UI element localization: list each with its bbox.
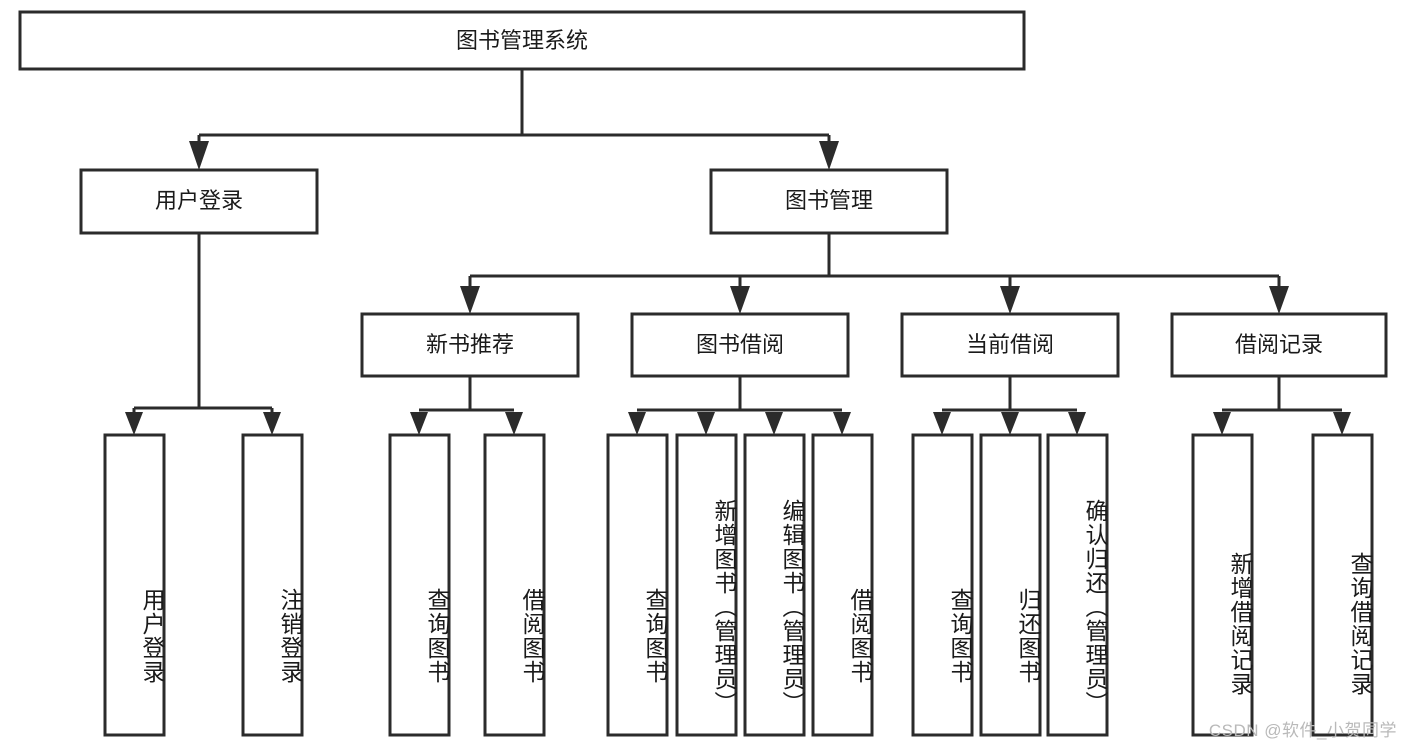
leaf-box-user-login[interactable] bbox=[103, 433, 166, 737]
leaf-box-add-book[interactable] bbox=[675, 433, 738, 737]
arrow-to-leaf-add-record bbox=[1213, 412, 1231, 435]
arrow-to-leaf-confirm-return bbox=[1068, 412, 1086, 435]
connector-group-new-book-rec bbox=[410, 376, 523, 435]
node-root-box[interactable] bbox=[18, 10, 1026, 71]
leaf-box-query-record[interactable] bbox=[1311, 433, 1374, 737]
connector-group-root bbox=[189, 69, 839, 170]
node-book-borrow-box[interactable] bbox=[630, 312, 850, 378]
node-book-borrow-label: 图书借阅 bbox=[696, 332, 784, 357]
arrow-to-book-borrow bbox=[730, 286, 750, 314]
arrow-to-leaf-add-book bbox=[697, 412, 715, 435]
node-user-login-label: 用户登录 bbox=[155, 188, 243, 213]
arrow-to-leaf-query-book-2 bbox=[628, 412, 646, 435]
arrow-to-leaf-logout bbox=[263, 412, 281, 435]
node-user-login-box[interactable] bbox=[79, 168, 319, 235]
csdn-watermark: CSDN @软件_小贺同学 bbox=[1208, 721, 1397, 740]
node-root-label: 图书管理系统 bbox=[456, 28, 588, 53]
leaf-box-query-book-1[interactable] bbox=[388, 433, 451, 737]
node-user-login[interactable]: 用户登录 bbox=[79, 168, 319, 235]
arrow-to-borrow-record bbox=[1269, 286, 1289, 314]
arrow-to-user-login bbox=[189, 141, 209, 170]
node-borrow-record-label: 借阅记录 bbox=[1235, 332, 1323, 357]
node-new-book-recommend-label: 新书推荐 bbox=[426, 332, 514, 357]
node-borrow-record[interactable]: 借阅记录 bbox=[1170, 312, 1388, 378]
leaf-box-edit-book[interactable] bbox=[743, 433, 806, 737]
arrow-to-leaf-return-book bbox=[1001, 412, 1019, 435]
leaf-box-add-record[interactable] bbox=[1191, 433, 1254, 737]
arrow-to-new-book-rec bbox=[460, 286, 480, 314]
arrow-to-current-borrow bbox=[1000, 286, 1020, 314]
leaf-box-borrow-book-2[interactable] bbox=[811, 433, 874, 737]
leaf-box-query-book-2[interactable] bbox=[606, 433, 669, 737]
arrow-to-leaf-query-book-3 bbox=[933, 412, 951, 435]
node-current-borrow-box[interactable] bbox=[900, 312, 1120, 378]
connector-group-borrow-record bbox=[1213, 376, 1351, 435]
arrow-to-leaf-borrow-book-1 bbox=[505, 412, 523, 435]
leaf-box-confirm-return[interactable] bbox=[1046, 433, 1109, 737]
node-new-book-recommend[interactable]: 新书推荐 bbox=[360, 312, 580, 378]
leaf-box-query-book-3[interactable] bbox=[911, 433, 974, 737]
leaf-box-borrow-book-1[interactable] bbox=[483, 433, 546, 737]
node-root[interactable]: 图书管理系统 bbox=[18, 10, 1026, 71]
leaf-box-group bbox=[103, 433, 1374, 737]
arrow-to-leaf-query-record bbox=[1333, 412, 1351, 435]
connector-group-book-mgmt bbox=[460, 233, 1289, 314]
node-book-management-label: 图书管理 bbox=[785, 188, 873, 213]
node-book-management[interactable]: 图书管理 bbox=[709, 168, 949, 235]
node-new-book-recommend-box[interactable] bbox=[360, 312, 580, 378]
node-current-borrow[interactable]: 当前借阅 bbox=[900, 312, 1120, 378]
leaf-box-return-book[interactable] bbox=[979, 433, 1042, 737]
node-book-management-box[interactable] bbox=[709, 168, 949, 235]
connector-group-book-borrow bbox=[628, 376, 851, 435]
node-borrow-record-box[interactable] bbox=[1170, 312, 1388, 378]
node-book-borrow[interactable]: 图书借阅 bbox=[630, 312, 850, 378]
connector-group-user-login bbox=[125, 233, 281, 435]
node-current-borrow-label: 当前借阅 bbox=[966, 332, 1054, 357]
arrow-to-leaf-edit-book bbox=[765, 412, 783, 435]
arrow-to-book-mgmt bbox=[819, 141, 839, 170]
arrow-to-leaf-user-login bbox=[125, 412, 143, 435]
connector-group-current-borrow bbox=[933, 376, 1086, 435]
arrow-to-leaf-borrow-book-2 bbox=[833, 412, 851, 435]
arrow-to-leaf-query-book-1 bbox=[410, 412, 428, 435]
leaf-box-logout[interactable] bbox=[241, 433, 304, 737]
